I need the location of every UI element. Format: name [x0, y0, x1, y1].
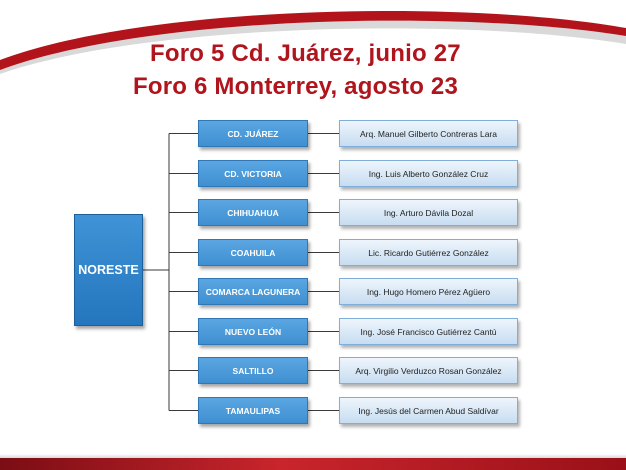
region-box: NUEVO LEÓN [198, 318, 308, 345]
region-box: SALTILLO [198, 357, 308, 384]
region-box: COMARCA LAGUNERA [198, 278, 308, 305]
swoosh-red [0, 11, 626, 70]
person-box: Arq. Virgilio Verduzco Rosan González [339, 357, 518, 384]
person-box: Ing. Jesús del Carmen Abud Saldívar [339, 397, 518, 424]
footer-shadow [0, 454, 626, 458]
person-box: Ing. Hugo Homero Pérez Agüero [339, 278, 518, 305]
title-line-1: Foro 5 Cd. Juárez, junio 27 [150, 40, 461, 67]
person-box: Lic. Ricardo Gutiérrez González [339, 239, 518, 266]
title-line-2: Foro 6 Monterrey, agosto 23 [133, 73, 459, 100]
region-box: TAMAULIPAS [198, 397, 308, 424]
region-box: COAHUILA [198, 239, 308, 266]
header-swoosh [0, 11, 626, 74]
footer-bar [0, 458, 626, 470]
person-box: Ing. Luis Alberto González Cruz [339, 160, 518, 187]
root-node: NORESTE [74, 214, 143, 326]
region-box: CHIHUAHUA [198, 199, 308, 226]
person-box: Arq. Manuel Gilberto Contreras Lara [339, 120, 518, 147]
region-box: CD. VICTORIA [198, 160, 308, 187]
person-box: Ing. José Francisco Gutiérrez Cantú [339, 318, 518, 345]
region-box: CD. JUÁREZ [198, 120, 308, 147]
person-box: Ing. Arturo Dávila Dozal [339, 199, 518, 226]
